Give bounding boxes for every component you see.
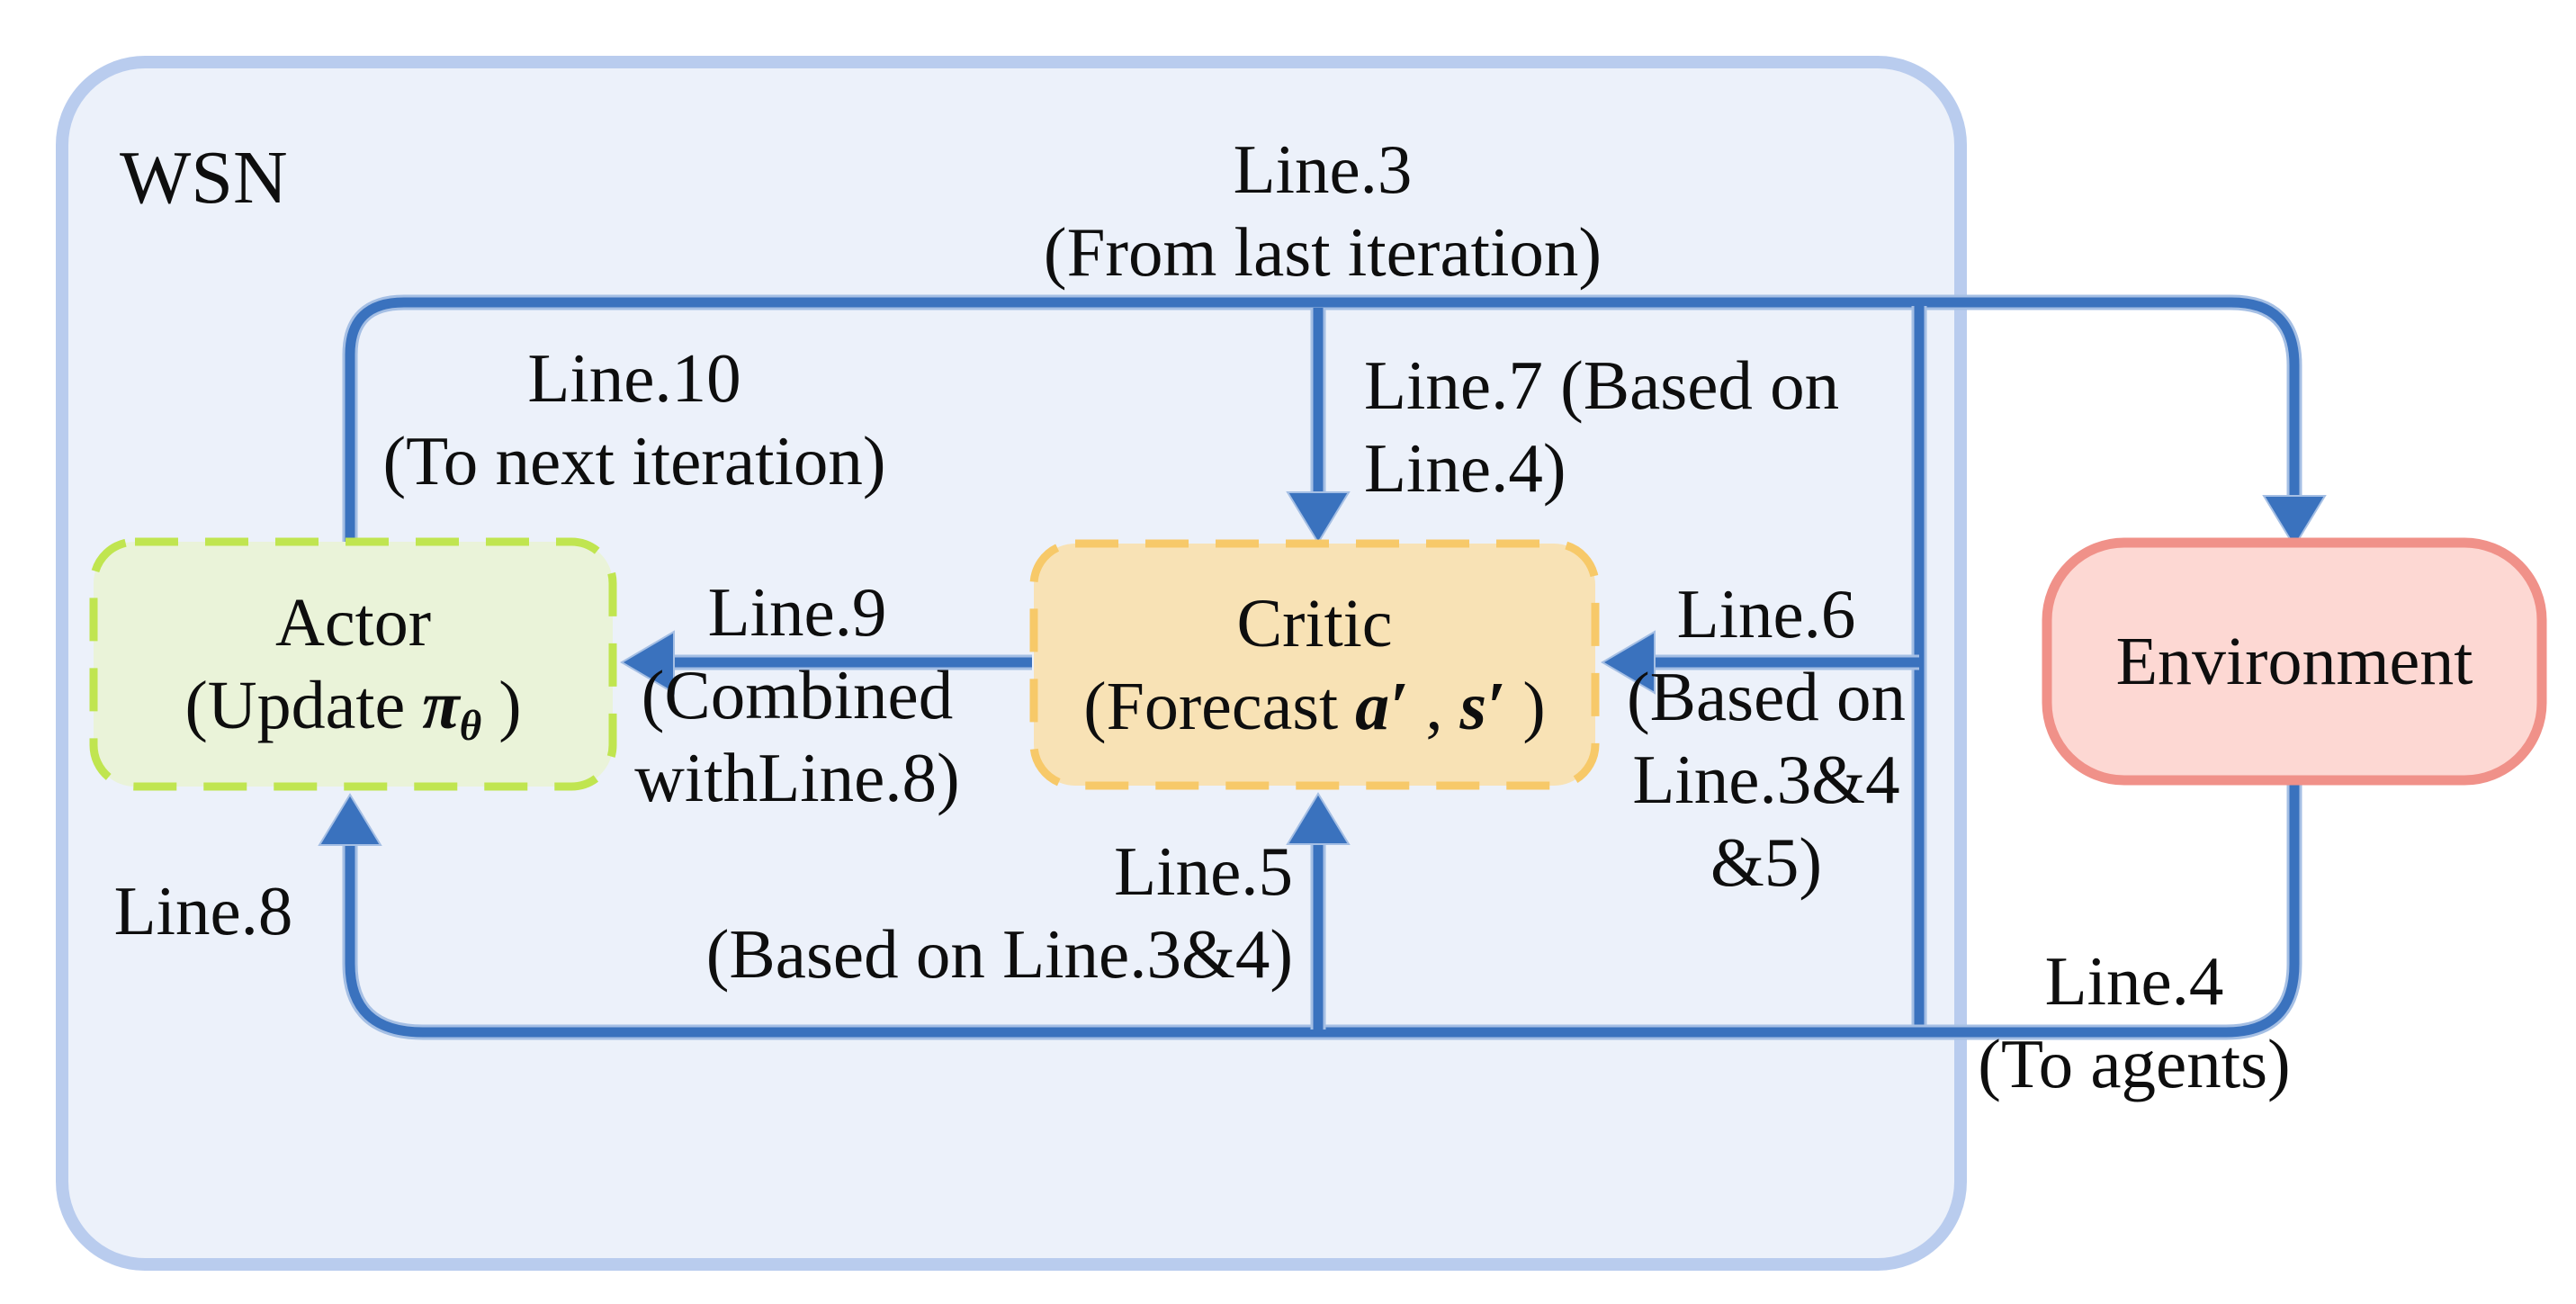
label-line6-l2: (Based on [1626,658,1907,735]
arrow-into-critic-top-icon [1286,491,1351,544]
label-line9: Line.9 (Combined withLine.8) [527,571,1067,819]
label-line10: Line.10 (To next iteration) [297,337,972,502]
arrow-into-actor-right-icon [620,630,675,695]
label-line6: Line.6 (Based on Line.3&4 &5) [1541,572,1991,904]
arrow-into-critic-bottom-icon [1286,792,1351,845]
label-line8: Line.8 [68,869,338,952]
label-line7: Line.7 (Based on Line.4) [1364,344,1949,509]
label-line3-l1: Line.3 [1233,130,1413,208]
label-line4: Line.4 (To agents) [1819,940,2449,1105]
actor-title: Actor [274,585,432,661]
label-line4-l1: Line.4 [2044,942,2224,1020]
actor-subtitle: (Update πθ ) [184,668,522,751]
wsn-container-label: WSN [120,136,288,220]
environment-box [2042,537,2547,786]
label-line5-l2: (Based on Line.3&4) [705,915,1293,993]
critic-subtitle: (Forecast a′ , s′ ) [1083,668,1546,744]
critic-box-label: Critic (Forecast a′ , s′ ) [1034,544,1595,786]
label-line8-l1: Line.8 [113,872,293,949]
label-line9-l2: (Combined [641,656,954,733]
label-line4-l2: (To agents) [1978,1025,2291,1102]
edge-line4-line8-core [345,783,2300,1038]
label-line9-l3: withLine.8) [634,739,960,816]
environment-box-label: Environment [2047,543,2542,780]
label-line10-l1: Line.10 [527,339,741,417]
label-line10-l2: (To next iteration) [382,422,886,499]
label-line6-l3: Line.3&4 [1632,741,1900,818]
arrow-into-actor-bottom-icon [318,793,382,846]
environment-title: Environment [2115,624,2473,699]
label-line3: Line.3 (From last iteration) [918,128,1728,293]
arrow-into-critic-right-icon [1601,630,1656,695]
label-line7-l1: Line.7 (Based on [1364,346,1840,424]
actor-box-label: Actor (Update πθ ) [94,542,613,787]
label-line3-l2: (From last iteration) [1043,213,1602,291]
critic-box [1029,539,1600,790]
label-line6-l1: Line.6 [1676,575,1856,652]
label-line5: Line.5 (Based on Line.3&4) [609,830,1293,995]
label-line6-l4: &5) [1710,823,1823,901]
arrow-into-environment-top-icon [2262,495,2327,548]
label-line7-l2: Line.4) [1364,429,1566,507]
edge-line10-line3-core [345,297,2300,542]
critic-title: Critic [1236,585,1393,661]
actor-box [89,537,617,791]
label-line9-l1: Line.9 [707,573,887,651]
label-line5-l1: Line.5 [1114,832,1293,910]
